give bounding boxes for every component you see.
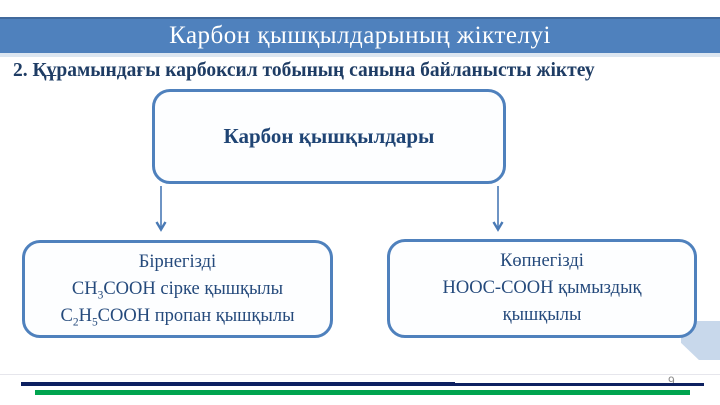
flowchart-root-box: Карбон қышқылдары: [152, 89, 506, 184]
section-heading: 2. Құрамындағы карбоксил тобының санына …: [13, 60, 595, 81]
footer-divider-line: [0, 374, 720, 375]
footer-green-line: [35, 390, 690, 395]
flowchart-root-label: Карбон қышқылдары: [223, 124, 435, 148]
slide-title: Карбон қышқылдарының жіктелуі: [169, 22, 551, 49]
slide-title-bar: Карбон қышқылдарының жіктелуі: [0, 17, 720, 53]
title-bar-underline: [0, 53, 720, 57]
flow-arrow-down-right-icon: [492, 186, 504, 232]
footer-navy-line-left: [21, 382, 455, 386]
flow-arrow-down-left-icon: [155, 186, 167, 232]
footer-navy-line-right: [455, 383, 704, 386]
page-number: 9: [668, 374, 675, 388]
